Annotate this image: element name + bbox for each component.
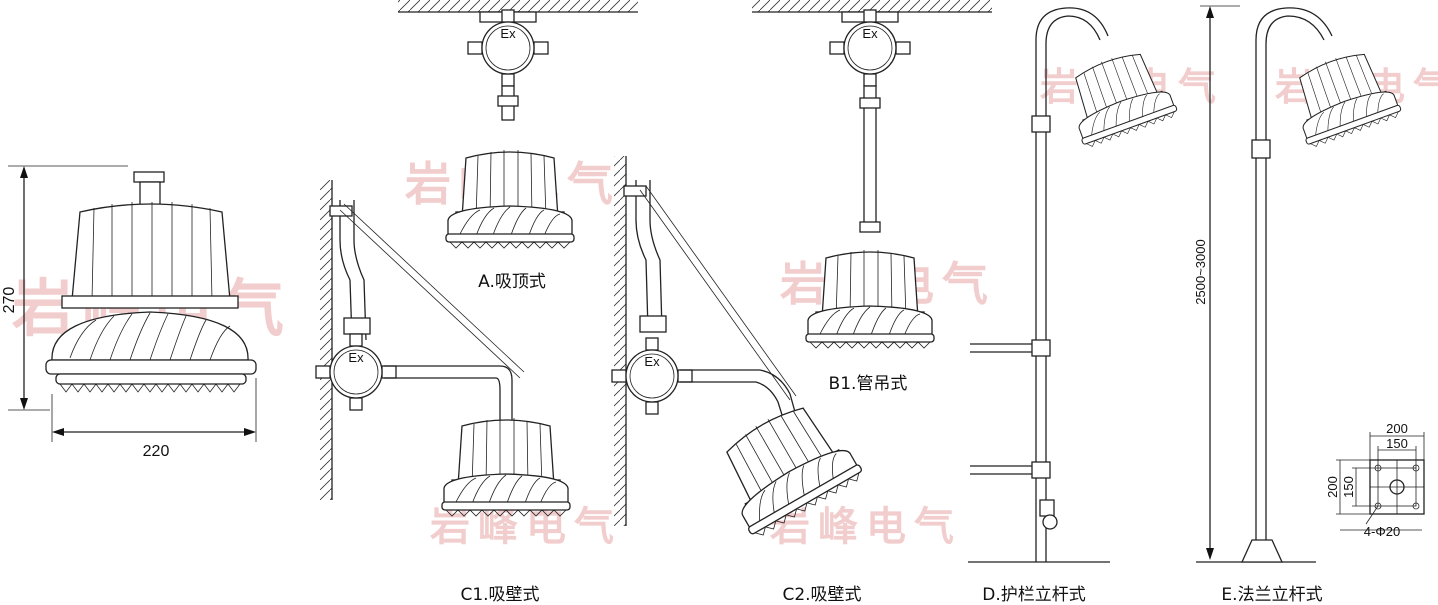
figure-c1-wall-mount: Ex C1.吸壁式 [315,180,571,605]
flange-outer-side: 200 [1325,476,1340,498]
pole-height-dimension: 2500~3000 [1193,239,1208,304]
flange-detail: 200 150 200 150 4-Φ20 [1325,421,1425,539]
junction-box-label-c1: Ex [348,350,364,365]
height-dimension: 270 [1,287,18,314]
label-d: D.护栏立杆式 [982,585,1086,605]
label-e: E.法兰立杆式 [1221,585,1322,605]
figure-c2-wall-mount: Ex C2.吸壁式 [611,156,867,605]
flange-inner-top: 150 [1386,436,1408,451]
label-a: A.吸顶式 [478,272,546,292]
figure-a-ceiling-mount: Ex A.吸顶式 [398,0,638,292]
junction-box-label-b1: Ex [862,26,878,41]
label-b1: B1.管吊式 [829,374,908,394]
watermark-c1: 岩峰电气 [430,504,622,550]
flange-inner-side: 150 [1341,476,1356,498]
figure-b1-pipe-pendant: Ex B1.管吊式 [752,0,992,394]
flange-holes: 4-Φ20 [1364,524,1400,539]
label-c1: C1.吸壁式 [460,585,539,605]
junction-box-label-c2: Ex [644,354,660,369]
figure-d-guardrail-pole: D.护栏立杆式 [968,7,1180,605]
flange-outer-top: 200 [1386,421,1408,436]
watermark-c2: 岩峰电气 [770,504,962,550]
junction-box-label-a: Ex [500,26,516,41]
figure-e-flange-pole: 2500~3000 E.法兰立杆式 [1193,5,1404,605]
main-lamp-figure: 270 220 [1,165,257,460]
width-dimension: 220 [143,443,170,460]
label-c2: C2.吸壁式 [782,585,861,605]
